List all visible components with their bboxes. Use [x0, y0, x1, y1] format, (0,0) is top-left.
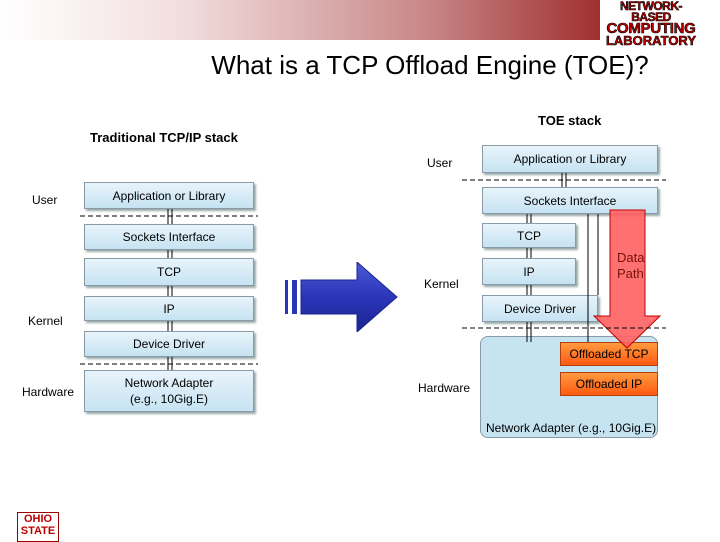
toe-heading: TOE stack	[538, 113, 602, 128]
offloaded-ip-box: Offloaded IP	[560, 372, 658, 396]
left-ip-box: IP	[84, 296, 254, 321]
right-adapter-label: Network Adapter (e.g., 10Gig.E)	[486, 421, 657, 435]
left-kernel-label: Kernel	[28, 314, 63, 328]
right-app-box: Application or Library	[482, 145, 658, 173]
left-hardware-label: Hardware	[22, 385, 75, 399]
right-sockets-box: Sockets Interface	[482, 187, 658, 214]
data-path-label: Data Path	[617, 250, 645, 281]
ohio-state-logo: OHIO STATE	[17, 512, 59, 542]
right-ip-box: IP	[482, 258, 576, 285]
right-hardware-label: Hardware	[418, 381, 471, 395]
nbcl-logo: NETWORK-BASED COMPUTING LABORATORY	[605, 0, 697, 48]
offloaded-tcp-box: Offloaded TCP	[560, 342, 658, 366]
transition-arrow-icon	[285, 262, 398, 332]
right-kernel-label: Kernel	[424, 277, 459, 291]
right-tcp-box: TCP	[482, 223, 576, 248]
left-sockets-box: Sockets Interface	[84, 224, 254, 250]
left-user-label: User	[32, 193, 58, 207]
slide-title: What is a TCP Offload Engine (TOE)?	[211, 50, 649, 80]
header-gradient-bar	[0, 0, 600, 40]
right-driver-box: Device Driver	[482, 295, 598, 322]
left-driver-box: Device Driver	[84, 331, 254, 357]
right-user-label: User	[427, 156, 453, 170]
traditional-heading: Traditional TCP/IP stack	[90, 130, 238, 145]
left-adapter-box: Network Adapter (e.g., 10Gig.E)	[84, 370, 254, 412]
left-app-box: Application or Library	[84, 182, 254, 209]
left-tcp-box: TCP	[84, 258, 254, 286]
